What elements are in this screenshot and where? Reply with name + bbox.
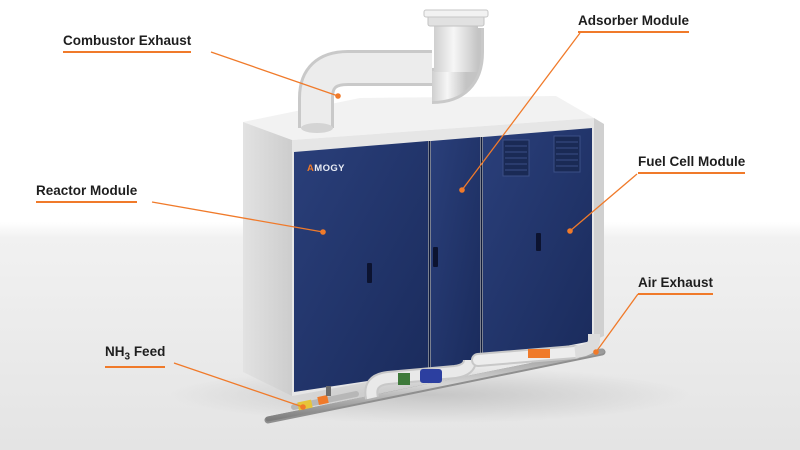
door-handle xyxy=(536,233,541,251)
callout-underline xyxy=(578,31,690,33)
label-nh3-subscript: 3 xyxy=(124,351,131,363)
label-reactor-module: Reactor Module xyxy=(36,183,138,198)
callout-nh3-feed: NH3 Feed xyxy=(105,344,166,368)
callout-underline xyxy=(638,293,714,295)
brand-accent-mark: A xyxy=(307,163,315,174)
callout-underline xyxy=(105,365,166,368)
callout-reactor-module: Reactor Module xyxy=(36,183,138,203)
door-center xyxy=(431,137,480,371)
brand-logo: AMOGY xyxy=(307,163,345,174)
leader-dot xyxy=(459,187,465,193)
housing-right-side xyxy=(594,118,604,340)
leader-dot xyxy=(593,349,599,355)
callout-adsorber-module: Adsorber Module xyxy=(578,13,690,33)
exhaust-stack xyxy=(298,9,489,133)
leader-dots xyxy=(300,93,599,410)
vent-right xyxy=(553,135,581,173)
callout-fuel-cell-module: Fuel Cell Module xyxy=(638,154,746,174)
label-nh3-suffix: Feed xyxy=(130,344,166,359)
leader-lines xyxy=(151,32,639,408)
floor-piping xyxy=(264,334,606,424)
leader-dot xyxy=(300,404,306,410)
leader-reactor-module xyxy=(151,201,324,233)
door-handle xyxy=(433,247,438,267)
door-left xyxy=(294,141,428,392)
leader-dot xyxy=(567,228,573,234)
label-adsorber-module: Adsorber Module xyxy=(578,13,690,28)
vent-left xyxy=(502,139,530,177)
leader-dot xyxy=(320,229,326,235)
leader-dot xyxy=(335,93,341,99)
callout-combustor-exhaust: Combustor Exhaust xyxy=(63,33,192,53)
label-nh3-prefix: NH xyxy=(105,344,125,359)
leader-adsorber-module xyxy=(461,32,581,191)
callout-underline xyxy=(63,51,192,53)
housing-left-side xyxy=(243,122,292,396)
leader-combustor-exhaust xyxy=(210,51,339,97)
leader-nh3-feed xyxy=(173,362,304,408)
label-fuel-cell-module: Fuel Cell Module xyxy=(638,154,746,169)
callout-air-exhaust: Air Exhaust xyxy=(638,275,714,295)
label-combustor-exhaust: Combustor Exhaust xyxy=(63,33,192,48)
label-air-exhaust: Air Exhaust xyxy=(638,275,714,290)
leader-air-exhaust xyxy=(595,293,639,353)
label-nh3-feed: NH3 Feed xyxy=(105,344,166,363)
brand-name: MOGY xyxy=(314,163,345,174)
door-handle xyxy=(367,263,372,283)
leader-fuel-cell-module xyxy=(569,173,638,232)
callout-underline xyxy=(638,172,746,174)
callout-underline xyxy=(36,201,138,203)
